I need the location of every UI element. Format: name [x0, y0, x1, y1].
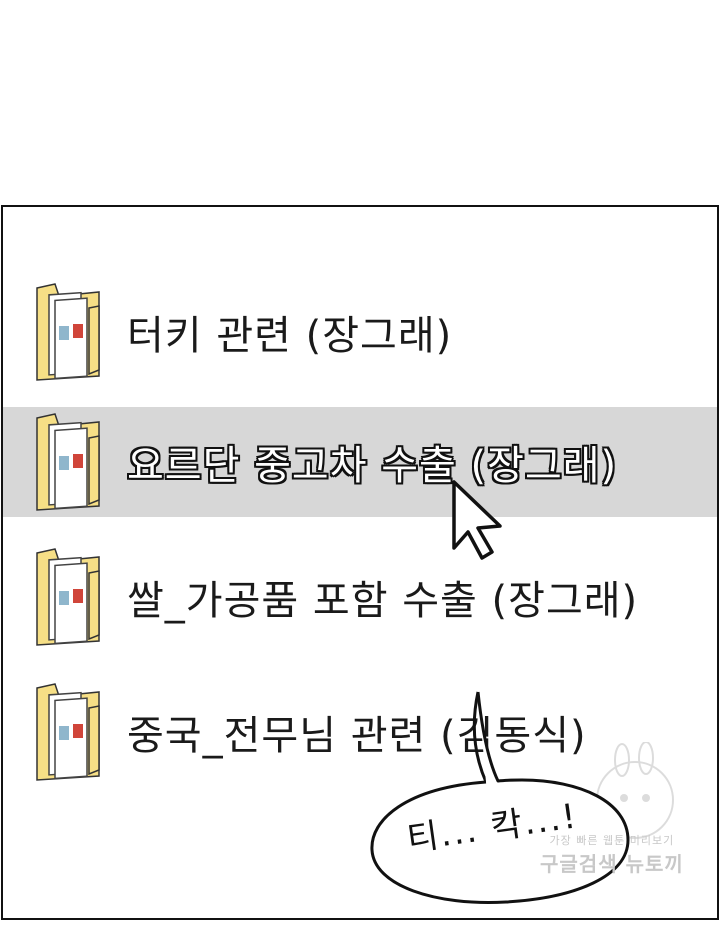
folder-label: 쌀_가공품 포함 수출 (장그래) [127, 578, 639, 624]
folder-icon [36, 548, 100, 646]
folder-row-china[interactable]: 중국_전무님 관련 (김동식) [3, 677, 717, 787]
folder-row-jordan[interactable]: 요르단 중고차 수출 (장그래) [3, 407, 717, 517]
folder-icon [36, 683, 100, 781]
watermark-line1: 가장 빠른 웹툰 미리보기 [549, 834, 675, 847]
folder-icon [36, 413, 100, 511]
mouse-cursor-icon [452, 480, 502, 560]
folder-label: 요르단 중고차 수출 (장그래) [127, 443, 618, 489]
file-list-panel: 터키 관련 (장그래) 요르단 중고차 수출 (장그래) 쌀_가공품 포함 수출… [1, 205, 719, 920]
speech-bubble [370, 691, 630, 904]
watermark-line2: 구글검색 뉴토끼 [540, 852, 684, 876]
folder-icon [36, 283, 100, 381]
folder-label: 중국_전무님 관련 (김동식) [127, 713, 587, 759]
folder-row-turkey[interactable]: 터키 관련 (장그래) [3, 277, 717, 387]
folder-row-rice[interactable]: 쌀_가공품 포함 수출 (장그래) [3, 542, 717, 652]
folder-label: 터키 관련 (장그래) [127, 313, 453, 359]
watermark: 가장 빠른 웹툰 미리보기 구글검색 뉴토끼 [540, 832, 684, 877]
bunny-logo-icon [596, 742, 674, 839]
